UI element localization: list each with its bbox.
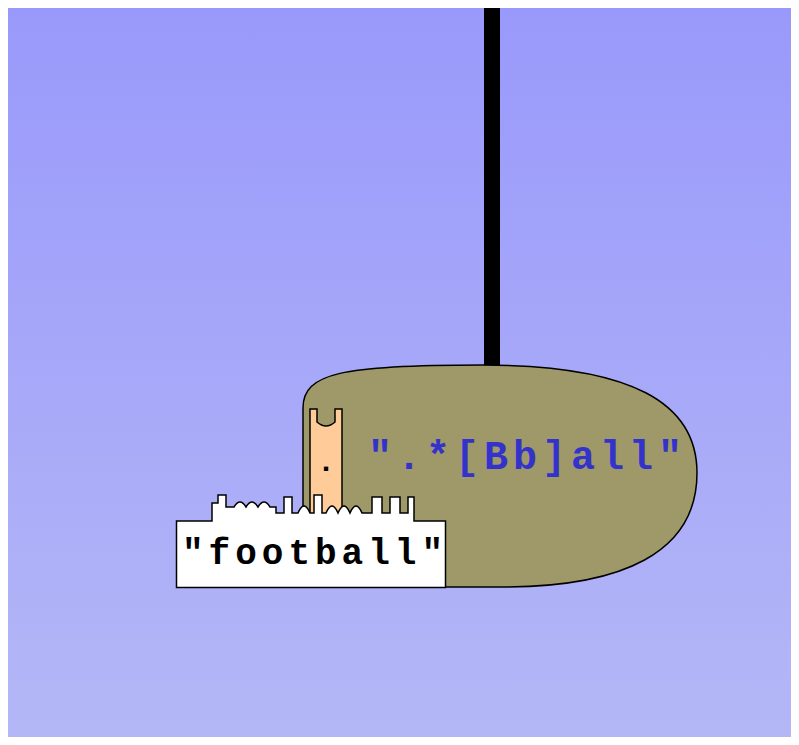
input-string: "football" [182,537,448,573]
string-box: "football" [176,493,446,588]
background-panel [8,8,791,737]
dot-symbol: . [309,448,343,478]
regex-pattern: ".*[Bb]all" [368,439,687,479]
hanging-rod [484,8,500,370]
